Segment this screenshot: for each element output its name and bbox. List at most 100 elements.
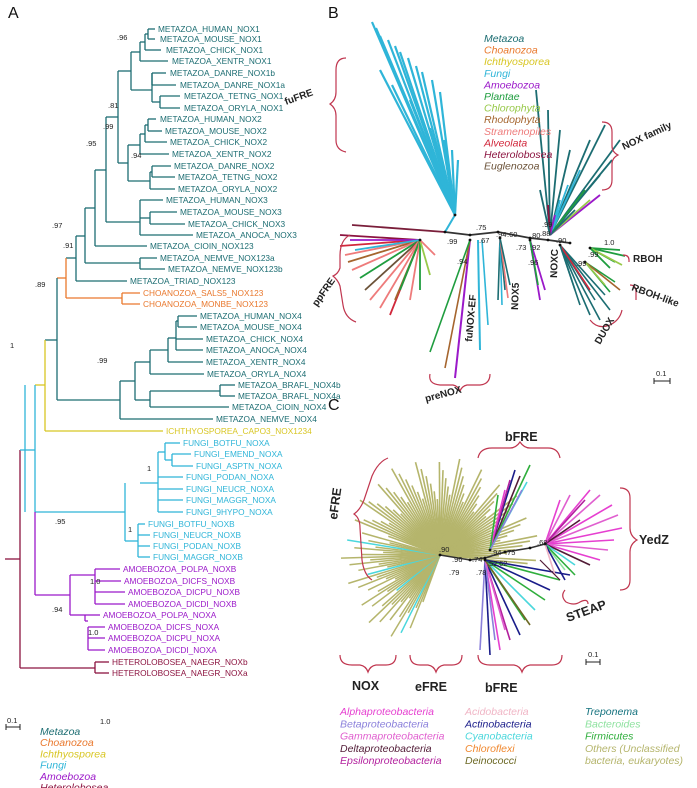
boot-a-14: 1.0 — [88, 628, 98, 637]
legend-a-item: Choanozoa — [40, 737, 94, 749]
boot-b-4: .94 — [496, 230, 506, 239]
rboh-branch — [589, 247, 611, 269]
boot-c-2: .79 — [449, 568, 459, 577]
node-dot — [453, 213, 457, 217]
boot-a-0: .96 — [117, 33, 127, 42]
leaf-label: METAZOA_DANRE_NOX1b — [170, 68, 275, 78]
leaf-label: CHOANOZOA_MONBE_NOX123 — [143, 299, 268, 309]
boot-c-0: .90 — [439, 545, 449, 554]
leaf-label: METAZOA_ORYLA_NOX4 — [207, 369, 307, 379]
boot-c-4: .78 — [476, 568, 486, 577]
bfre-bottom-branch — [484, 559, 506, 631]
boot-a-4: .95 — [86, 139, 96, 148]
leaf-label: AMOEBOZOA_DICDI_NOXA — [108, 645, 217, 655]
leaf-label: METAZOA_MOUSE_NOX2 — [165, 126, 267, 136]
legend-b-item: Alveolata — [483, 137, 527, 149]
boot-a-10: 1 — [147, 464, 151, 473]
panel-c-scale-label: 0.1 — [588, 650, 598, 659]
nox5-branch — [499, 237, 511, 286]
bracket-efre-left — [352, 457, 389, 581]
node-dot — [468, 238, 472, 242]
node-dot — [438, 553, 442, 557]
boot-b-3: .94 — [457, 257, 467, 266]
legend-c-item: Deinococci — [465, 755, 517, 767]
nox-family-branch — [549, 209, 576, 236]
legend-c-item: Epsilonproteobacteria — [340, 755, 442, 767]
node-dot — [583, 260, 587, 264]
legend-b-item: Plantae — [484, 91, 520, 103]
boot-b-2: .67 — [479, 236, 489, 245]
legend-c-item: Others (Unclassified — [585, 743, 681, 755]
node-dot — [488, 548, 492, 552]
leaf-label: METAZOA_MOUSE_NOX1 — [160, 34, 262, 44]
legend-c-item: Chloroflexi — [465, 743, 515, 755]
boot-b-14: .99 — [588, 250, 598, 259]
leaf-label: METAZOA_ANOCA_NOX4 — [206, 345, 307, 355]
clade-prenox: preNOX — [424, 385, 463, 405]
node-dot — [468, 233, 472, 237]
panel-c-label: C — [328, 397, 340, 414]
leaf-label: METAZOA_XENTR_NOX2 — [172, 149, 272, 159]
legend-b-item: Heterolobosea — [484, 149, 552, 161]
rboh-like-branch — [584, 261, 606, 286]
leaf-label: METAZOA_DANRE_NOX2 — [174, 161, 275, 171]
yedz-branch — [544, 499, 561, 545]
leaf-label: METAZOA_HUMAN_NOX1 — [158, 24, 260, 34]
leaf-label: METAZOA_CIOIN_NOX4 — [232, 402, 327, 412]
backbone-branch — [547, 239, 571, 244]
legend-a-item: Ichthyosporea — [40, 748, 106, 760]
backbone-branch — [351, 224, 446, 233]
legend-b-item: Fungi — [484, 68, 511, 80]
node-dot — [483, 556, 487, 560]
panel-c-branches — [340, 458, 623, 656]
boot-a-11: 1 — [128, 525, 132, 534]
yedz-branch — [544, 543, 566, 581]
duox-branch — [559, 244, 606, 296]
node-dot — [528, 236, 532, 240]
prenox-branch — [454, 239, 471, 379]
leaf-label: METAZOA_CHICK_NOX3 — [188, 219, 286, 229]
boot-b-8: .92 — [530, 243, 540, 252]
bracket-fufre — [328, 57, 347, 153]
leaf-label: FUNGI_PODAN_NOXB — [153, 541, 242, 551]
node-dot — [503, 550, 507, 554]
yedz-branch — [544, 527, 623, 545]
leaf-label: METAZOA_HUMAN_NOX2 — [160, 114, 262, 124]
leaf-label: FUNGI_9HYPO_NOXA — [186, 507, 273, 517]
leaf-label: CHOANOZOA_SALS5_NOX123 — [143, 288, 264, 298]
node-dot — [558, 243, 562, 247]
node-dot — [418, 238, 422, 242]
clade-fufre: fuFRE — [283, 87, 315, 108]
clade-bfre-top: bFRE — [505, 430, 538, 444]
legend-b-item: Amoebozoa — [483, 79, 540, 91]
ppfre-branch — [347, 239, 421, 263]
nox-family-branch — [549, 129, 561, 236]
node-dot — [543, 542, 547, 546]
leaf-label: METAZOA_MOUSE_NOX3 — [180, 207, 282, 217]
legend-c-item: Alphaproteobacteria — [339, 706, 434, 718]
backbone-branch — [439, 543, 546, 561]
panel-b-clade-brackets — [328, 57, 637, 393]
panel-a-cladogram: METAZOA_HUMAN_NOX1METAZOA_MOUSE_NOX1META… — [5, 24, 341, 788]
bracket-steap — [562, 589, 589, 605]
nox-family-branch — [549, 189, 586, 236]
boot-b-9: .80 — [530, 231, 540, 240]
legend-a-item: Amoebozoa — [39, 771, 96, 783]
bracket-nox-family — [601, 121, 620, 191]
leaf-label: HETEROLOBOSEA_NAEGR_NOXa — [112, 668, 248, 678]
legend-b-item: Metazoa — [484, 33, 524, 45]
bracket-rboh-like — [629, 284, 637, 300]
bfre-top-branch — [489, 489, 523, 551]
bfre-bottom-branch — [484, 559, 551, 591]
leaf-label: FUNGI_ASPTN_NOXA — [196, 461, 283, 471]
leaf-label: HETEROLOBOSEA_NAEGR_NOXb — [112, 657, 248, 667]
clade-bfre-bottom: bFRE — [485, 681, 518, 695]
panel-c-clade-brackets — [339, 440, 639, 674]
clade-duox: DUOX — [593, 316, 617, 347]
legend-b-item: Rhodophyta — [484, 114, 541, 126]
yedz-branch — [544, 504, 613, 545]
leaf-label: FUNGI_BOTFU_NOXB — [148, 519, 235, 529]
node-dot — [496, 230, 500, 234]
